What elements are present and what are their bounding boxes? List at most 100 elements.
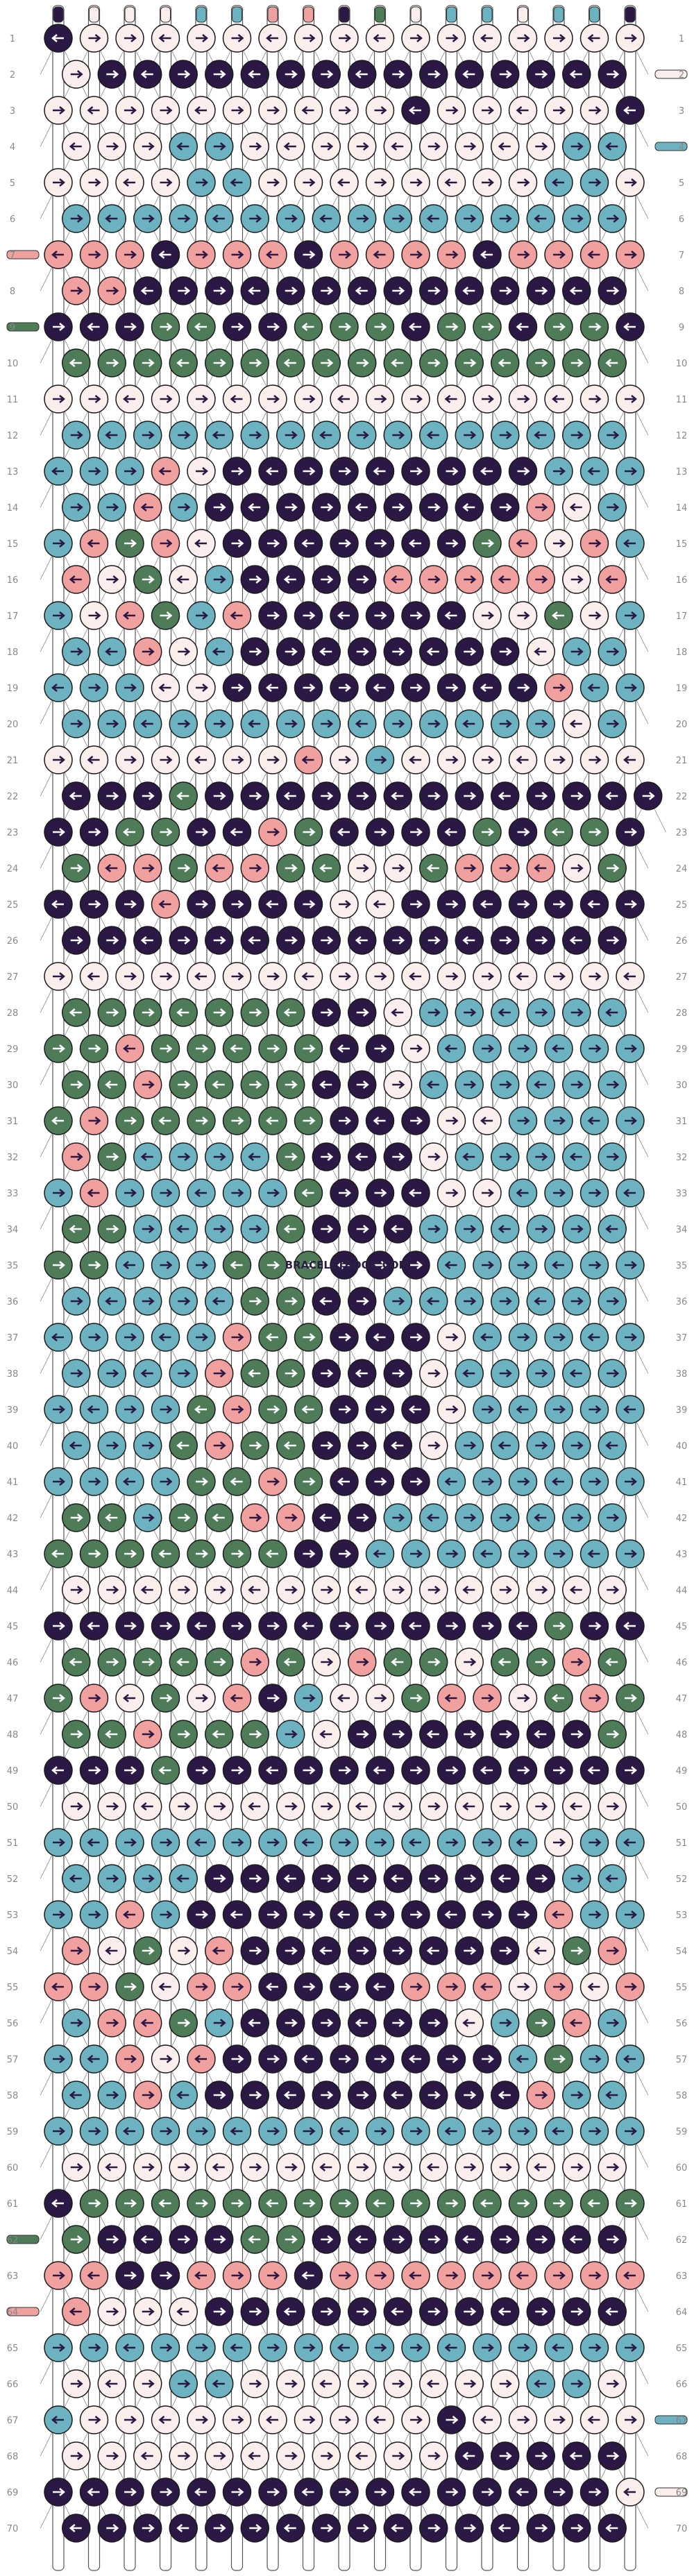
knot [616,1034,645,1063]
arrow-head [301,1405,308,1414]
knot [383,565,412,594]
knot [579,1251,609,1280]
arrow-head [237,1117,244,1125]
string-lane [481,5,493,2571]
knot [401,1178,430,1208]
arrow-head [569,1153,576,1161]
arrow-head [255,575,262,584]
knot [79,96,109,125]
knot [348,709,377,738]
knot [258,240,287,269]
arrow-head [452,900,459,908]
knot [276,1214,305,1244]
knot [187,1467,216,1496]
arrow-head [59,828,65,836]
knot [151,1106,180,1135]
arrow-head [76,287,83,295]
arrow-head [94,1044,101,1053]
knot [44,890,73,919]
string-start-marker [339,6,350,23]
arrow-head [398,214,405,223]
arrow-head [202,1117,208,1125]
knot [222,24,252,53]
arrow-head [631,1261,637,1269]
arrow-head [130,1333,137,1341]
knot [205,854,234,883]
knot [508,1395,538,1424]
knot [205,348,234,378]
arrow-head [309,611,316,620]
arrow-head [552,178,558,187]
arrow-head [613,431,620,439]
arrow-head [219,1153,226,1161]
arrow-head [462,1369,469,1378]
arrow-head [301,756,308,764]
arrow-head [176,142,183,151]
knot [598,1431,627,1460]
knot [526,132,555,161]
knot [598,926,627,955]
arrow-head [380,828,387,836]
knot [312,709,341,738]
arrow-head [488,756,494,764]
knot [419,926,448,955]
knot [330,1251,359,1280]
knot [62,493,91,522]
knot [79,817,109,847]
knot [44,1034,73,1063]
knot [491,1214,520,1244]
arrow-head [416,1117,423,1125]
arrow-head [426,431,433,439]
knot [62,60,91,89]
knot [187,1395,216,1424]
knot [187,168,216,197]
knot [62,1214,91,1244]
arrow-head [398,431,405,439]
arrow-head [362,431,369,439]
knot [365,384,395,414]
arrow-head [255,647,262,656]
knot [44,817,73,847]
arrow-head [409,539,415,548]
knot [79,745,109,774]
arrow-head [559,539,566,548]
arrow-head [166,323,173,331]
knot [312,637,341,666]
arrow-head [470,575,477,584]
knot [169,565,198,594]
knot [455,854,484,883]
arrow-head [505,214,512,223]
arrow-head [291,287,298,295]
arrow-head [595,1261,602,1269]
arrow-head [498,792,505,800]
string-start-marker [53,6,64,23]
arrow-head [345,34,351,42]
string-lane [87,5,101,2571]
knot [365,745,395,774]
knot [330,673,359,702]
arrow-head [623,1189,629,1197]
knot [544,312,573,341]
arrow-head [631,467,637,475]
arrow-head [283,142,290,151]
knot [312,1359,341,1388]
knot [97,1359,126,1388]
arrow-head [255,864,262,872]
arrow-head [523,1044,530,1053]
arrow-head [498,1008,505,1017]
knot [455,1214,484,1244]
arrow-head [595,323,602,331]
string-start-marker [196,6,207,23]
knot [419,709,448,738]
arrow-head [488,395,494,403]
arrow-head [327,1225,334,1233]
knot [491,276,520,305]
string-start-markers [53,6,636,23]
arrow-head [613,1369,620,1378]
knot [79,312,109,341]
knot [151,673,180,702]
knot [401,673,430,702]
arrow-head [158,467,165,475]
knot [205,493,234,522]
knot [187,890,216,919]
